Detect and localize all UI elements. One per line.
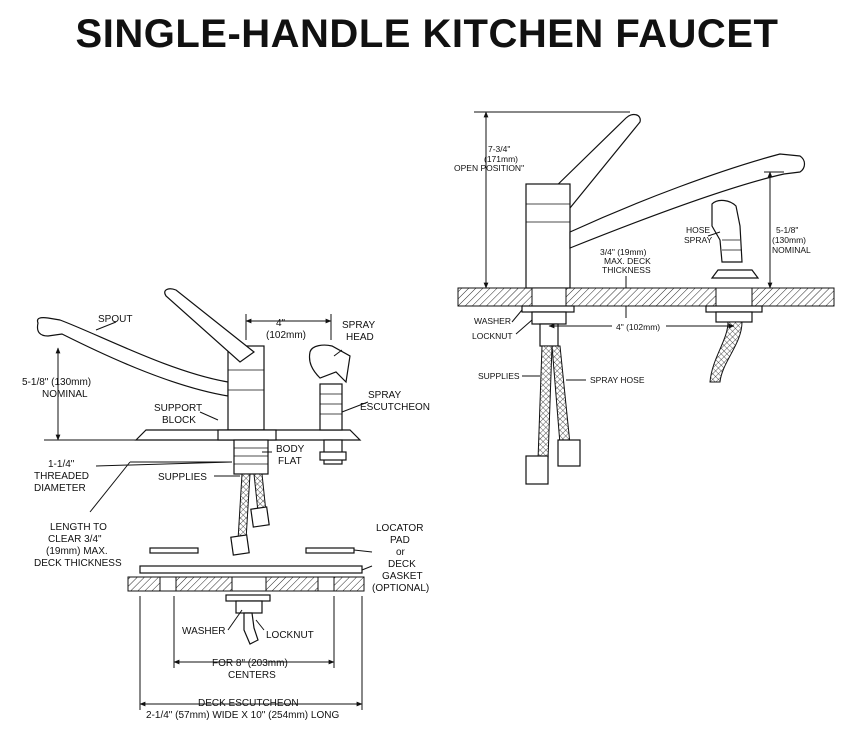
label-left-locknut: LOCKNUT [266, 630, 314, 641]
locator-pad-right [305, 547, 355, 554]
label-length-4: DECK THICKNESS [34, 558, 122, 569]
label-deck-3: THICKNESS [602, 265, 651, 275]
label-right-locknut: LOCKNUT [472, 331, 513, 341]
label-spout: SPOUT [98, 314, 132, 325]
label-nominal-3: NOMINAL [772, 245, 811, 255]
label-right-washer: WASHER [474, 316, 511, 326]
label-spray-escutcheon-2: ESCUTCHEON [360, 402, 430, 413]
label-spacing-2: (102mm) [266, 330, 306, 341]
right-hose-spray [711, 199, 743, 263]
label-spray-head-2: HEAD [346, 332, 374, 343]
left-faucet-body [227, 345, 265, 431]
label-supplies: SUPPLIES [158, 472, 207, 483]
label-locator-6: (OPTIONAL) [372, 583, 429, 594]
left-supply-line-2 [253, 473, 267, 513]
label-threaded-2: THREADED [34, 471, 89, 482]
label-open-2: (171mm) [484, 154, 518, 164]
label-spray-escutcheon-1: SPRAY [368, 390, 401, 401]
label-height-1: 5-1/8" (130mm) [22, 377, 91, 388]
left-support-block [217, 429, 277, 441]
right-faucet-body [525, 183, 571, 289]
label-right-supplies: SUPPLIES [478, 371, 520, 381]
right-washer [521, 305, 575, 313]
label-length-2: CLEAR 3/4" [48, 534, 102, 545]
page-title: SINGLE-HANDLE KITCHEN FAUCET [75, 12, 779, 56]
left-faucet-view: SPOUT 5-1/8" (130mm) NOMINAL 4" (102mm) … [22, 288, 430, 721]
label-spray-hose: SPRAY HOSE [590, 375, 645, 385]
label-locator-5: GASKET [382, 571, 423, 582]
left-spray-head [308, 344, 351, 384]
right-supply-line-2 [551, 345, 571, 445]
label-hose-spray-1: HOSE [686, 225, 710, 235]
label-deck-esc-1: DECK ESCUTCHEON [198, 698, 299, 709]
label-body-flat-2: FLAT [278, 456, 302, 467]
label-nominal-1: 5-1/8" [776, 225, 798, 235]
left-handle [164, 288, 255, 363]
label-open-3: OPEN POSITION" [454, 163, 524, 173]
label-spray-head-1: SPRAY [342, 320, 375, 331]
right-faucet-view: 7-3/4" (171mm) OPEN POSITION" HOSE SPRAY… [454, 111, 835, 485]
label-length-1: LENGTH TO [50, 522, 107, 533]
label-open-1: 7-3/4" [488, 144, 510, 154]
left-washer [225, 594, 271, 602]
label-deck-esc-2: 2-1/4" (57mm) WIDE X 10" (254mm) LONG [146, 710, 339, 721]
label-locator-1: LOCATOR [376, 523, 423, 534]
label-support-block-2: BLOCK [162, 415, 196, 426]
label-threaded-1: 1-1/4" [48, 459, 75, 470]
label-nominal-2: (130mm) [772, 235, 806, 245]
right-locknut [531, 311, 567, 325]
label-centers-2: CENTERS [228, 670, 276, 681]
label-locator-2: PAD [390, 535, 410, 546]
label-locator-3: or [396, 547, 406, 558]
label-centers-1: FOR 8" (203mm) [212, 658, 288, 669]
left-spray-escutcheon [319, 383, 343, 431]
right-deck [457, 287, 835, 307]
deck-gasket [139, 565, 363, 574]
label-length-3: (19mm) MAX. [46, 546, 108, 557]
label-hose-spray-2: SPRAY [684, 235, 713, 245]
left-locknut [235, 600, 263, 614]
label-locator-4: DECK [388, 559, 416, 570]
label-left-washer: WASHER [182, 626, 226, 637]
label-threaded-3: DIAMETER [34, 483, 86, 494]
label-support-block-1: SUPPORT [154, 403, 202, 414]
label-body-flat-1: BODY [276, 444, 305, 455]
right-spout [569, 153, 806, 249]
left-supply-line-1 [237, 473, 251, 541]
right-spray-hose [709, 321, 743, 383]
right-supply-line-1 [537, 345, 553, 461]
label-spacing-1: 4" [276, 318, 286, 329]
locator-pad-left [149, 547, 199, 554]
label-deck-2: MAX. DECK [604, 256, 651, 266]
left-threaded-shank [233, 439, 269, 475]
label-deck-1: 3/4" (19mm) [600, 247, 647, 257]
label-right-spacing: 4" (102mm) [616, 322, 660, 332]
label-height-2: NOMINAL [42, 389, 88, 400]
